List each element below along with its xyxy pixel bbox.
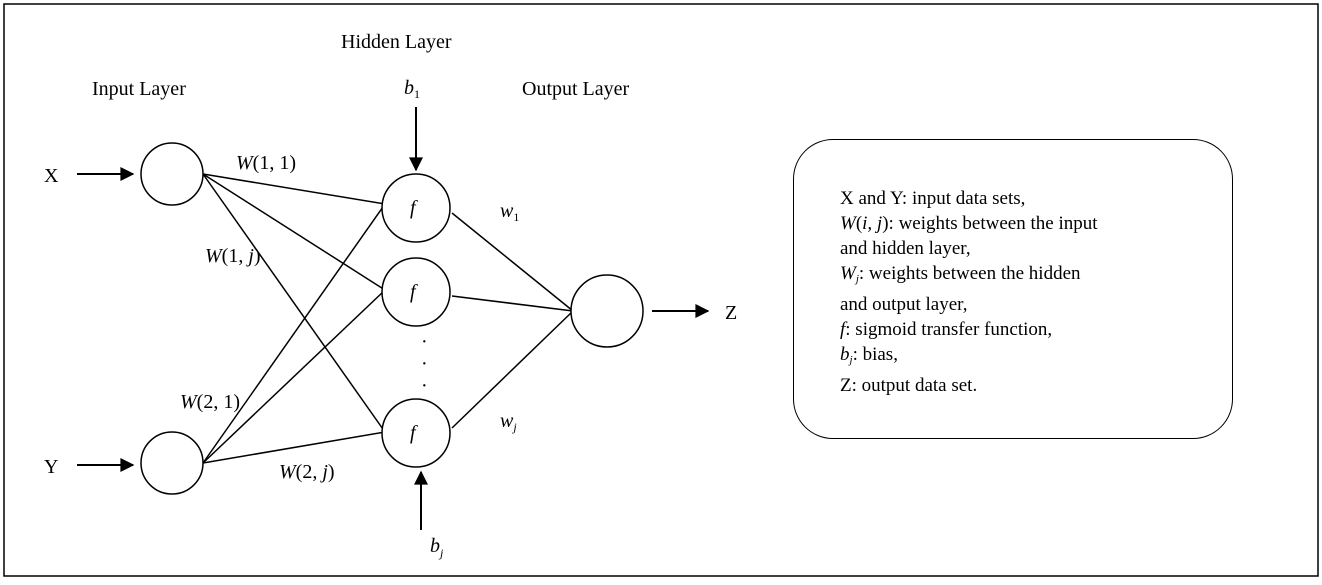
ellipsis-dot-1: · (421, 331, 428, 353)
input-node-x (140, 142, 204, 206)
legend-line-7: bj: bias, (840, 344, 898, 366)
ellipsis-dot-3: · (421, 375, 428, 397)
edge-x-h2 (202, 173, 386, 291)
legend-line-3: and hidden layer, (840, 238, 971, 259)
legend-line-2: W(i, j): weights between the input (840, 213, 1098, 234)
output-node-z (570, 274, 644, 348)
hidden-node-1-label: f (410, 197, 418, 219)
edge-h1-z (451, 212, 574, 312)
y-label: Y (44, 456, 58, 478)
edge-x-hj (202, 173, 386, 433)
legend-line-8: Z: output data set. (840, 375, 978, 396)
legend-list: X and Y: input data sets, W(i, j): weigh… (840, 186, 1098, 398)
edge-y-h1 (202, 203, 386, 464)
legend-line-4: Wj: weights between the hidden (840, 263, 1081, 285)
legend-box: X and Y: input data sets, W(i, j): weigh… (793, 139, 1233, 439)
output-layer-title: Output Layer (522, 78, 630, 100)
hidden-node-2 (381, 257, 451, 327)
input-layer-title: Input Layer (92, 78, 186, 100)
hidden-output-connections (451, 212, 574, 429)
hidden-node-j-label: f (410, 422, 418, 444)
edge-y-h2 (202, 289, 386, 464)
edge-h2-z (451, 295, 574, 312)
hidden-node-1 (381, 173, 451, 243)
hidden-node-2-label: f (410, 281, 418, 303)
legend-line-1: X and Y: input data sets, (840, 188, 1026, 209)
hidden-layer-title: Hidden Layer (341, 31, 452, 53)
weight-w11-label: W(1, 1) (236, 152, 296, 174)
edge-y-hj (202, 431, 386, 464)
weight-w1-label: w1 (500, 200, 519, 224)
legend-line-6: f: sigmoid transfer function, (840, 319, 1053, 340)
edge-hj-z (451, 310, 574, 429)
bias-1-label: b1 (404, 77, 420, 101)
weight-w1j-label: W(1, j) (205, 245, 261, 267)
edge-x-h1 (202, 173, 386, 205)
x-label: X (44, 165, 59, 187)
input-node-y (140, 431, 204, 495)
weight-w21-label: W(2, 1) (180, 391, 240, 413)
ellipsis-dot-2: · (421, 353, 428, 375)
z-label: Z (725, 302, 737, 324)
legend-line-5: and output layer, (840, 294, 968, 315)
outer-border (3, 3, 1319, 577)
weight-wj-label: wj (500, 410, 517, 434)
hidden-node-j (381, 398, 451, 468)
bias-j-label: bj (430, 535, 444, 560)
input-hidden-connections (202, 173, 386, 464)
weight-w2j-label: W(2, j) (279, 461, 335, 483)
